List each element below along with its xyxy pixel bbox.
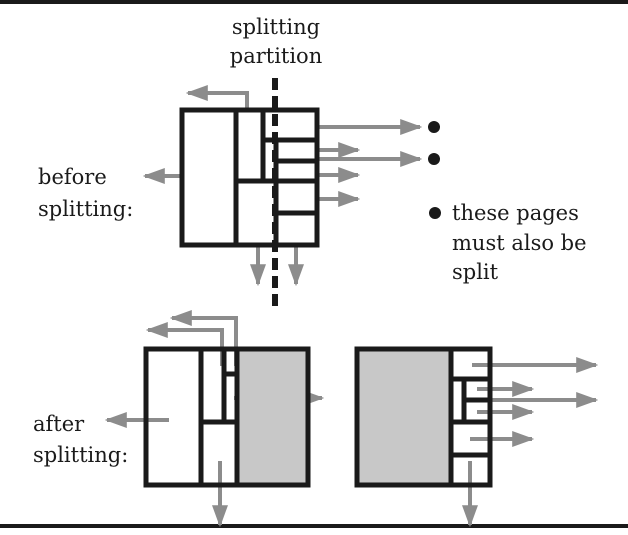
splitting-label-line1: splitting (231, 15, 321, 39)
after-label-line2: splitting: (33, 443, 129, 467)
after-left-shaded (237, 349, 308, 485)
after-left-page (143, 346, 311, 488)
after-label-line1: after (33, 412, 85, 436)
before-page-outline (179, 107, 320, 248)
before-splitting-group (142, 78, 441, 308)
after-right-outline (354, 346, 493, 488)
after-left-group (104, 310, 325, 528)
bullet-1 (428, 121, 440, 133)
note-line3: split (452, 260, 499, 284)
before-page (179, 107, 320, 248)
after-right-arrows (462, 357, 599, 528)
after-right-page (354, 346, 493, 488)
bullet-legend (429, 207, 441, 219)
bullet-2 (428, 153, 440, 165)
before-label-line1: before (38, 165, 107, 189)
after-right-group (354, 346, 599, 528)
note-line2: must also be (452, 231, 587, 255)
splitting-label-line2: partition (229, 44, 323, 68)
after-left-outline (143, 346, 311, 488)
after-right-shaded (357, 349, 451, 485)
note-line1: these pages (452, 201, 579, 225)
before-label-line2: splitting: (38, 197, 134, 221)
